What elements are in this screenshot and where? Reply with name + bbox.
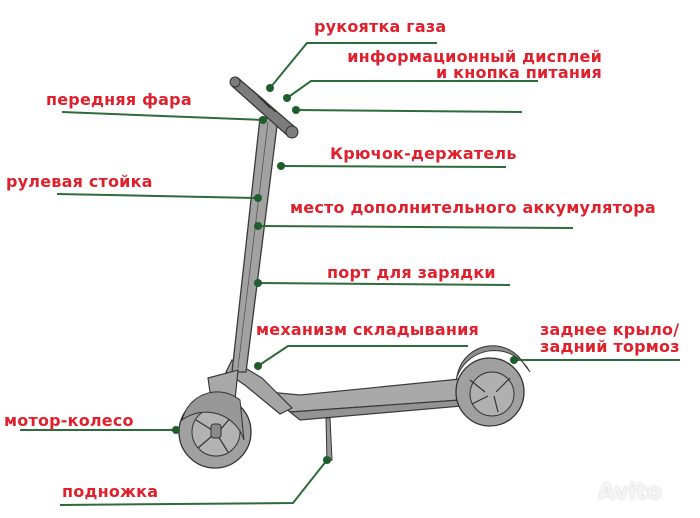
label-display-line2: и кнопка питания xyxy=(435,63,602,82)
label-headlight: передняя фара xyxy=(46,90,192,109)
leader-kickstand xyxy=(59,459,328,506)
leader-folding xyxy=(257,345,468,367)
label-steering-stem: рулевая стойка xyxy=(6,172,153,191)
label-display-line1: информационный дисплей xyxy=(347,47,602,66)
kickstand xyxy=(325,417,333,463)
leader-lines xyxy=(20,42,680,506)
rear-wheel xyxy=(455,345,531,427)
leader-battery xyxy=(257,225,574,229)
deck-neck xyxy=(225,359,294,415)
leader-hook xyxy=(280,165,507,168)
handlebar xyxy=(229,76,299,139)
leader-throttle xyxy=(269,42,437,89)
label-kickstand: подножка xyxy=(62,482,159,501)
leader-port xyxy=(257,282,511,286)
leader-stem xyxy=(56,193,259,199)
leader-dots xyxy=(172,84,518,464)
avito-watermark: Avito xyxy=(598,480,662,505)
front-wheel xyxy=(178,391,252,469)
label-hook: Крючок-держатель xyxy=(330,144,517,163)
label-charging-port: порт для зарядки xyxy=(327,263,496,282)
leader-power xyxy=(295,109,523,113)
label-rear-fender-line1: заднее крыло/ xyxy=(540,320,680,339)
label-folding-mechanism: механизм складывания xyxy=(256,320,479,339)
label-extra-battery: место дополнительного аккумулятора xyxy=(290,198,656,217)
leader-display xyxy=(286,80,538,99)
label-rear-fender-line2: задний тормоз xyxy=(540,337,680,356)
deck xyxy=(266,377,503,421)
leader-headlight xyxy=(61,111,264,121)
label-throttle: рукоятка газа xyxy=(314,17,447,36)
label-motor-wheel: мотор-колесо xyxy=(4,411,134,430)
